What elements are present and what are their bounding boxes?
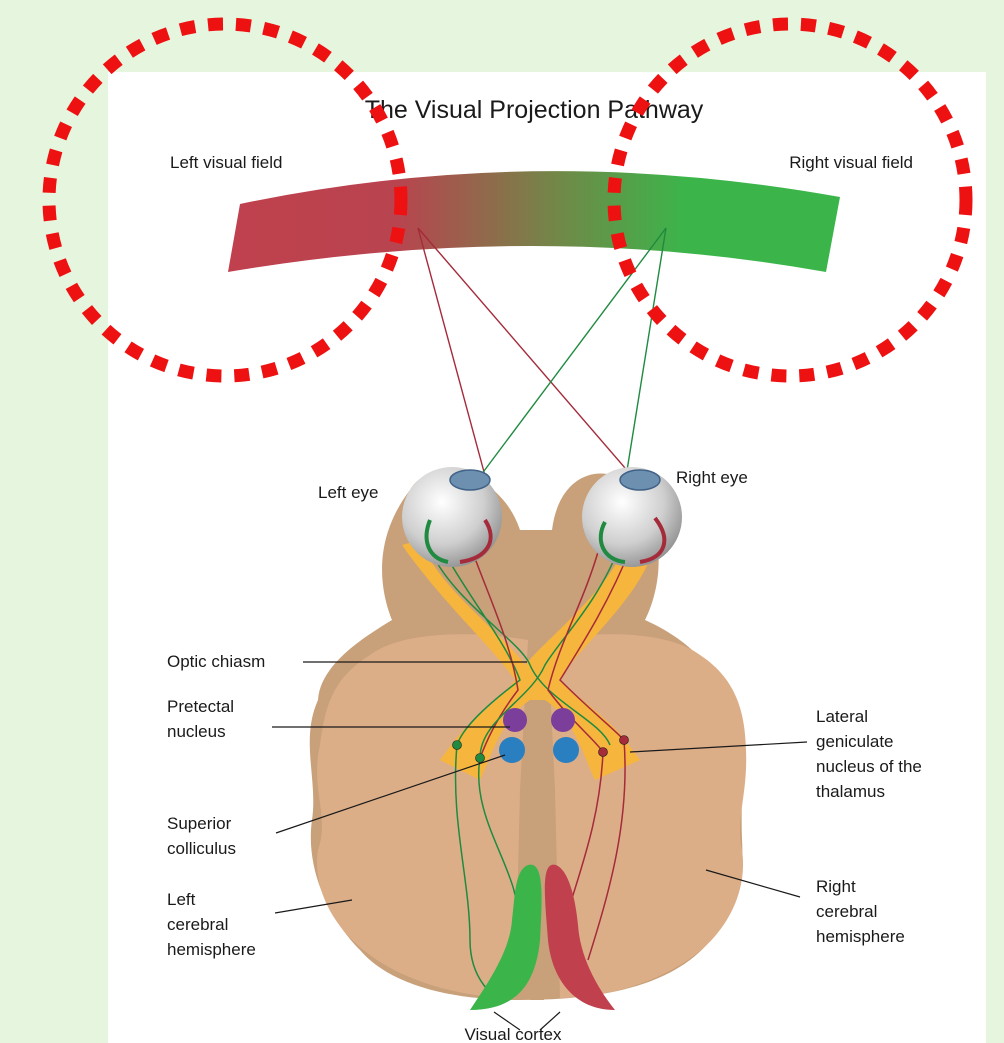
left-hemisphere-label-line-1: Left [167, 890, 196, 909]
diagram-title: The Visual Projection Pathway [365, 96, 704, 124]
right-field-to-left-eye-line [475, 228, 666, 483]
optic-chiasm-label: Optic chiasm [167, 652, 265, 671]
right-eye-label: Right eye [676, 468, 748, 487]
right-visual-field-label: Right visual field [789, 153, 913, 172]
right-eye [582, 467, 682, 567]
right-lgn-red-dot-2 [620, 736, 629, 745]
visual-cortex-label: Visual cortex [464, 1025, 562, 1043]
pretectal-label-line-2: nucleus [167, 722, 226, 741]
left-superior-colliculus [499, 737, 525, 763]
left-hemisphere-label-line-3: hemisphere [167, 940, 256, 959]
right-lgn-red-dot [599, 748, 608, 757]
lgn-label-line-3: nucleus of the [816, 757, 922, 776]
lgn-label-line-2: geniculate [816, 732, 894, 751]
lgn-label-line-1: Lateral [816, 707, 868, 726]
right-hemisphere-label-line-2: cerebral [816, 902, 877, 921]
lgn-label-line-4: thalamus [816, 782, 885, 801]
left-visual-field-label: Left visual field [170, 153, 282, 172]
superior-colliculus-label-line-2: colliculus [167, 839, 236, 858]
left-field-to-left-eye-line [418, 228, 487, 483]
superior-colliculus-label-line-1: Superior [167, 814, 232, 833]
left-lgn-green-dot-2 [476, 754, 485, 763]
right-pretectal-nucleus [551, 708, 575, 732]
left-eye-label: Left eye [318, 483, 379, 502]
right-hemisphere-label-line-3: hemisphere [816, 927, 905, 946]
left-eye [402, 467, 502, 567]
left-field-to-right-eye-line [418, 228, 638, 483]
right-eye-lens [620, 470, 660, 490]
left-pretectal-nucleus [503, 708, 527, 732]
left-hemisphere-label-line-2: cerebral [167, 915, 228, 934]
visual-field-arc [228, 171, 840, 272]
right-hemisphere-label-line-1: Right [816, 877, 856, 896]
left-cerebral-hemisphere [317, 634, 528, 998]
right-superior-colliculus [553, 737, 579, 763]
left-eye-lens [450, 470, 490, 490]
left-lgn-green-dot [453, 741, 462, 750]
pretectal-label-line-1: Pretectal [167, 697, 234, 716]
